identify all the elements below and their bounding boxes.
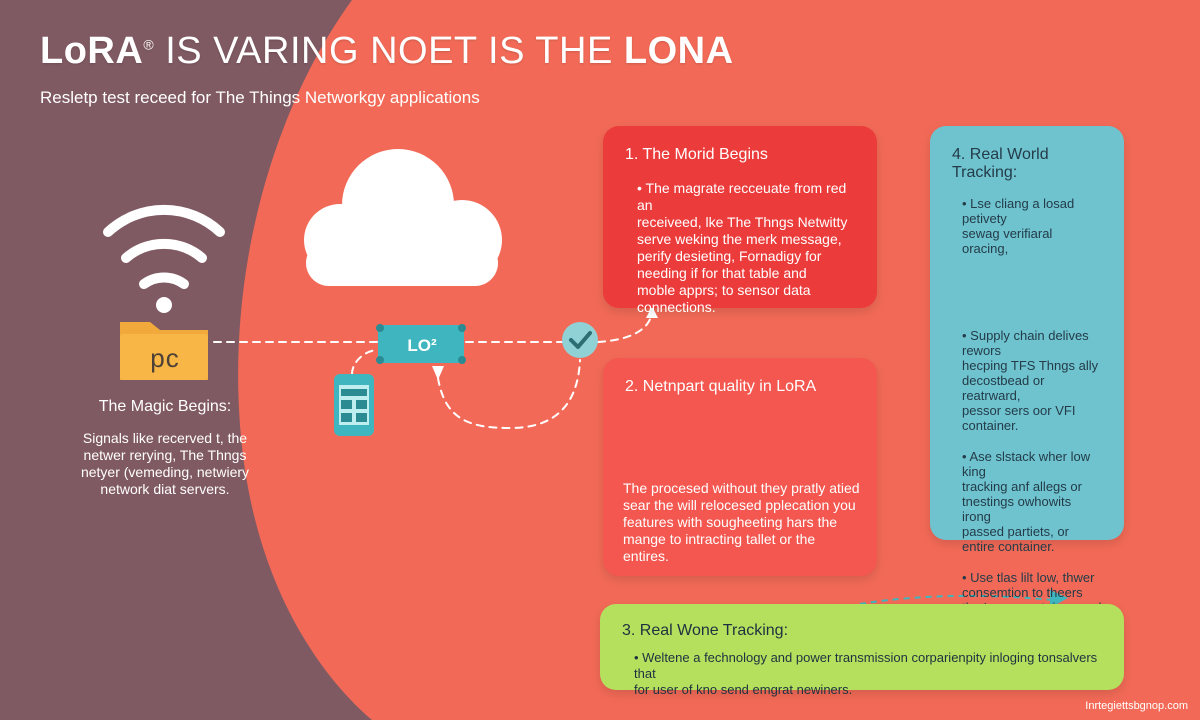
card2-body: The procesed without they pratly atied s…	[623, 480, 860, 564]
cloud-icon	[304, 149, 502, 286]
gateway-device-icon	[376, 324, 466, 364]
folder-label: pc	[150, 343, 180, 373]
title-brand: LoRA	[40, 30, 144, 72]
card4-point-3: • Ase slstack wher low king tracking anf…	[962, 449, 1091, 554]
arrow-icon	[859, 590, 1068, 608]
title-mid: IS VARING NOET IS THE	[154, 30, 624, 72]
card3-body: • Weltene a fechnology and power transmi…	[634, 650, 1098, 697]
card-morid-begins: 1. The Morid Begins • The magrate recceu…	[603, 126, 877, 315]
check-circle-icon	[562, 322, 598, 358]
card2-heading: 2. Netnpart quality in LoRA	[625, 378, 817, 395]
card4-point-1: • Lse cliang a losad petivety sewag veri…	[962, 196, 1075, 256]
card-network-quality: 2. Netnpart quality in LoRA The procesed…	[603, 358, 877, 576]
title-end: LONA	[623, 30, 734, 72]
title-reg-mark: ®	[143, 36, 155, 53]
left-heading: The Magic Begins:	[98, 398, 232, 415]
card4-heading: 4. Real World Tracking:	[952, 146, 1049, 181]
left-text: Signals like recerved t, the netwer rery…	[80, 430, 250, 497]
card-real-world-tracking: 4. Real World Tracking: • Lse cliang a l…	[930, 126, 1124, 675]
card1-body: • The magrate recceuate from red an rece…	[637, 180, 848, 315]
card1-heading: 1. The Morid Begins	[625, 146, 768, 163]
flow-lines	[213, 311, 653, 430]
page-title: LoRA® IS VARING NOET IS THE LONA	[40, 30, 740, 73]
page-subtitle: Resletp test receed for The Things Netwo…	[40, 88, 480, 107]
card3-heading: 3. Real Wone Tracking:	[622, 622, 789, 639]
gateway-label: LO²	[407, 336, 437, 355]
card4-point-2: • Supply chain delives rewors hecping TF…	[962, 328, 1099, 433]
smartphone-icon	[334, 374, 374, 436]
card-real-wone-tracking: 3. Real Wone Tracking: • Weltene a fechn…	[600, 604, 1124, 697]
wifi-icon	[103, 204, 225, 289]
folder-icon	[120, 322, 208, 380]
watermark: Inrtegiettsbgnop.com	[1085, 700, 1188, 712]
